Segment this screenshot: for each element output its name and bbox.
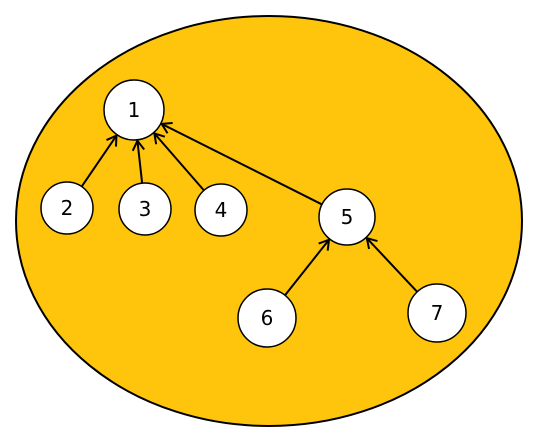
edge-line [80, 135, 118, 188]
arrowhead-icon [318, 238, 331, 251]
arrowhead-icon [365, 236, 378, 250]
node-7-label: 7 [431, 301, 444, 325]
node-3: 3 [118, 182, 172, 236]
arrowhead-icon [153, 131, 166, 145]
node-1: 1 [103, 79, 165, 141]
node-2-circle [40, 181, 94, 235]
edge-n5-to-n1 [159, 121, 323, 206]
edge-n7-to-n5 [365, 236, 418, 293]
node-7-circle [407, 283, 467, 343]
node-6-circle [237, 288, 297, 348]
edge-line [136, 140, 144, 184]
arrowhead-icon [131, 138, 145, 152]
edge-n4-to-n1 [153, 131, 205, 192]
edge-n3-to-n1 [131, 138, 145, 184]
node-1-circle [103, 79, 165, 141]
node-4-circle [194, 183, 248, 237]
edge-line [153, 132, 205, 192]
node-2: 2 [40, 181, 94, 235]
edge-line [366, 237, 418, 293]
edge-line [284, 239, 330, 296]
node-2-label: 2 [61, 196, 74, 220]
node-7: 7 [407, 283, 467, 343]
edge-line [161, 123, 323, 206]
node-5: 5 [318, 188, 376, 246]
node-4: 4 [194, 183, 248, 237]
node-6-label: 6 [261, 306, 274, 330]
arrowhead-icon [159, 121, 173, 134]
node-6: 6 [237, 288, 297, 348]
node-3-label: 3 [139, 197, 152, 221]
edge-n2-to-n1 [80, 134, 118, 188]
edges [80, 121, 418, 296]
node-1-label: 1 [128, 98, 141, 122]
node-5-circle [318, 188, 376, 246]
node-3-circle [118, 182, 172, 236]
set-ellipse [15, 15, 523, 427]
arrowhead-icon [106, 134, 118, 147]
node-5-label: 5 [341, 205, 354, 229]
edge-n6-to-n5 [284, 238, 331, 296]
node-4-label: 4 [215, 198, 228, 222]
